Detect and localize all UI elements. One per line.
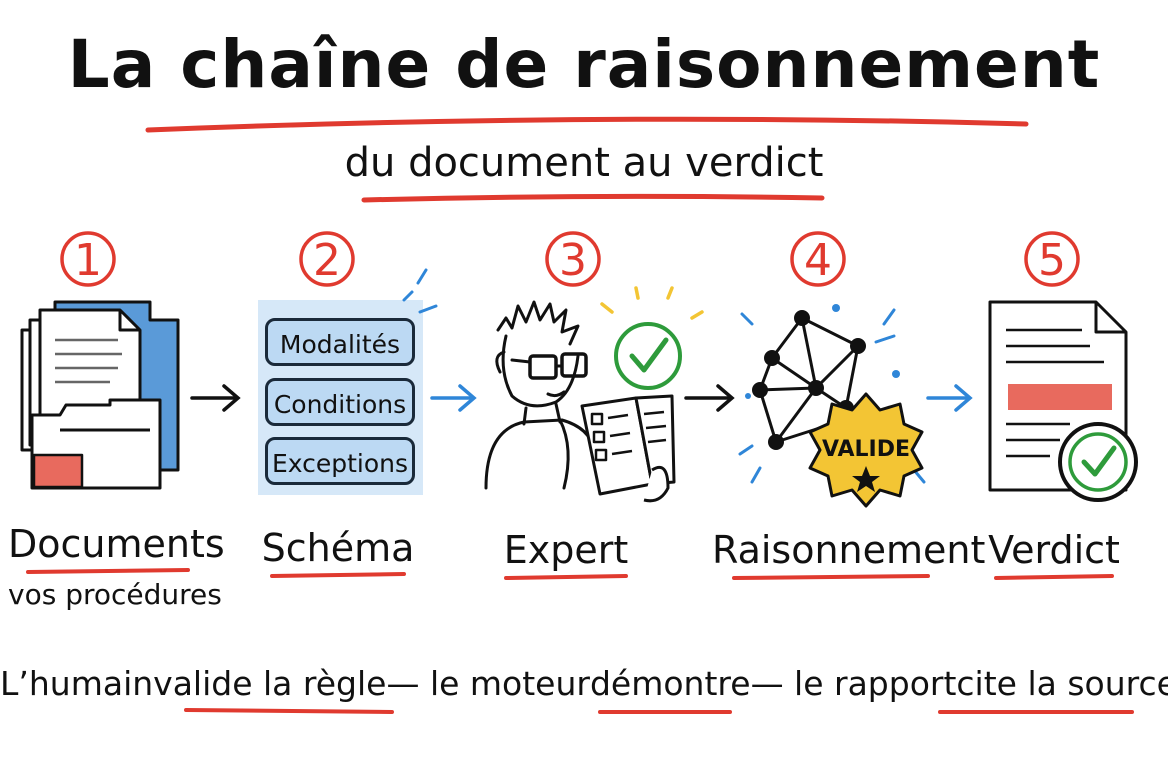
step-number-2: 2 [299,231,355,287]
network-sparkle-icon [738,308,926,484]
step-number-3: 3 [545,231,601,287]
arrow-2-3 [430,384,477,412]
step-label-verdict: Verdict [988,528,1120,572]
label-underline-4 [732,574,930,580]
step-number-1: 1 [60,231,116,287]
svg-text:4: 4 [804,235,832,286]
footer-part-5: — le rapport [750,664,957,703]
title-underline [145,116,1029,133]
star-icon [852,466,880,492]
label-underline-1 [26,568,190,574]
subtitle-underline [361,193,825,203]
footer-highlight-demontre: démontre [589,664,751,703]
schema-sparkle-icon [402,268,438,314]
check-sparkle-icon [600,286,704,320]
step-number-5: 5 [1024,231,1080,287]
footer-underline-1 [184,708,394,714]
step-label-raisonnement: Raisonnement [712,528,986,572]
label-underline-5 [994,574,1114,580]
footer-part-1: L’humain [0,664,154,703]
label-underline-2 [270,572,406,578]
verdict-check-icon [1058,422,1138,502]
diagram-subtitle: du document au verdict [344,140,824,186]
svg-text:3: 3 [559,235,587,286]
footer-highlight-valide: valide la règle [153,664,387,703]
arrow-3-4 [684,384,735,412]
arrow-1-2 [190,384,241,412]
step-number-4: 4 [790,231,846,287]
svg-text:5: 5 [1038,235,1066,286]
valide-badge: VALIDE [808,392,924,508]
svg-text:2: 2 [313,235,341,286]
footer-sentence: L’humain valide la règle — le moteur dém… [0,664,1168,703]
footer-part-3: — le moteur [386,664,590,703]
checklist-document-icon [580,394,676,503]
footer-highlight-cite: cite la source [956,664,1168,703]
documents-folder-icon [20,300,180,490]
valide-badge-label: VALIDE [822,437,910,462]
step-label-schema: Schéma [261,526,415,570]
label-underline-3 [504,574,628,580]
schema-box-exceptions: Exceptions [265,437,415,485]
diagram-title: La chaîne de raisonnement [67,26,1101,103]
step-label-documents: Documents [8,522,225,566]
schema-box-conditions: Conditions [265,378,415,426]
schema-box-modalites: Modalités [265,318,415,366]
svg-text:1: 1 [74,235,102,286]
arrow-4-5 [926,384,973,412]
step-label-expert: Expert [503,528,629,572]
expert-person-icon [484,300,596,490]
network-graph-icon [752,310,866,450]
network-dot-icon [745,304,900,399]
step-sublabel-documents: vos procédures [8,578,222,611]
check-circle-icon [614,322,682,390]
